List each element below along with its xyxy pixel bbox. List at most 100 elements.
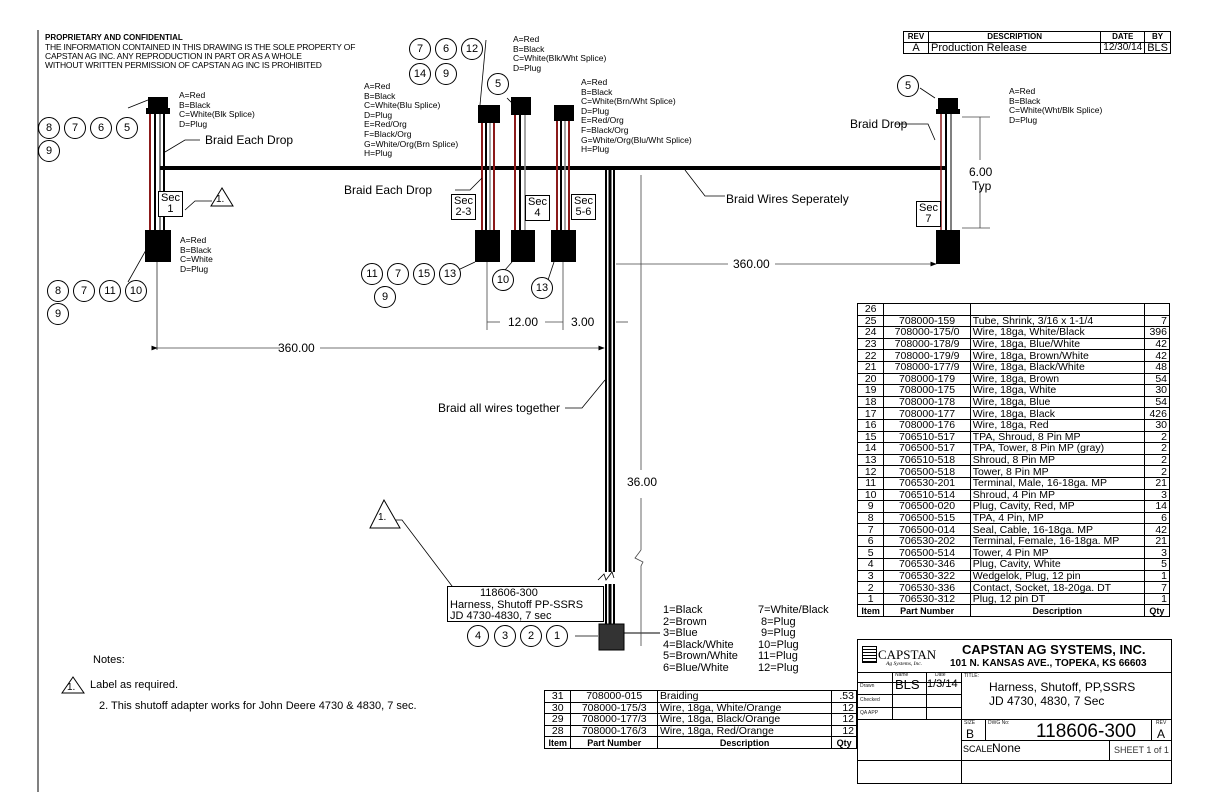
bom-part-number: 706530-201 bbox=[883, 476, 971, 490]
bom-item: 20 bbox=[856, 372, 885, 386]
bom-item: 10 bbox=[856, 488, 885, 502]
bom-part-number: 708000-015 bbox=[570, 690, 658, 703]
note-1-text: Label as required. bbox=[90, 679, 179, 691]
bom-item: 23 bbox=[856, 337, 885, 351]
pin: B=Black bbox=[1009, 95, 1041, 106]
balloon: 9 bbox=[435, 63, 457, 85]
by-header: BY bbox=[1144, 31, 1171, 43]
balloon: 7 bbox=[409, 38, 431, 60]
note-flag-number: 1. bbox=[67, 682, 76, 693]
bom-description: Wire, 18ga, Black/Orange bbox=[656, 713, 833, 726]
bom-part-number: 706530-312 bbox=[883, 592, 971, 606]
flag-note-number: 1. bbox=[378, 512, 387, 523]
bom-qty: 426 bbox=[1143, 407, 1171, 420]
approvals-grid: Name Date Drawn BLS 1/3/14 Checked QA AP… bbox=[858, 672, 962, 719]
bom-description: TPA, Shroud, 8 Pin MP bbox=[969, 430, 1145, 444]
bom-part-number: 706510-518 bbox=[883, 453, 971, 467]
bom-description: Braiding bbox=[656, 690, 833, 703]
capstan-logo: CAPSTAN Ag Systems, Inc. bbox=[860, 643, 960, 671]
bom-qty: 54 bbox=[1143, 395, 1171, 409]
bom-qty: 42 bbox=[1143, 523, 1171, 536]
title-label: TITLE: bbox=[964, 673, 980, 679]
pin: 1=Black bbox=[663, 604, 703, 616]
pinout-sec1-top: A=Red B=Black C=White(Blk Splice) D=Plug bbox=[179, 90, 255, 129]
bom-description: Wire, 18ga, Blue/White bbox=[969, 337, 1145, 351]
harness-application: JD 4730-4830, 7 sec bbox=[450, 610, 552, 622]
balloon: 4 bbox=[467, 625, 489, 647]
pin: D=Plug bbox=[364, 109, 393, 120]
balloon: 9 bbox=[374, 286, 396, 308]
sec4-drop bbox=[511, 97, 535, 262]
bom-part-number: 706500-518 bbox=[883, 465, 971, 478]
proprietary-line: THE INFORMATION CONTAINED IN THIS DRAWIN… bbox=[45, 42, 356, 52]
bom-qty: 48 bbox=[1143, 360, 1171, 374]
divider bbox=[858, 672, 1171, 673]
bom-item: 22 bbox=[856, 349, 885, 362]
balloon: 13 bbox=[531, 277, 553, 299]
bom-part-number: 708000-177/9 bbox=[883, 360, 971, 374]
pin: B=Black bbox=[513, 43, 545, 54]
bom-part-number: 708000-176/3 bbox=[570, 724, 658, 738]
balloon: 7 bbox=[64, 117, 86, 139]
bom-qty: 6 bbox=[1143, 511, 1171, 525]
bom-qty: 21 bbox=[1143, 476, 1171, 490]
pin: F=Black/Org bbox=[581, 124, 629, 135]
bom-part-number: 708000-178/9 bbox=[883, 337, 971, 351]
bom-description: Tower, 8 Pin MP bbox=[969, 465, 1145, 478]
balloon: 13 bbox=[439, 263, 461, 285]
bom-description: Tube, Shrink, 3/16 x 1-1/4 bbox=[969, 314, 1145, 328]
flag-note-1-notes bbox=[61, 676, 85, 694]
grid-line bbox=[858, 682, 961, 683]
pin: 3=Blue bbox=[663, 627, 698, 639]
bom-item: 14 bbox=[856, 442, 885, 455]
bom-item: 7 bbox=[856, 523, 885, 536]
balloon: 5 bbox=[897, 75, 919, 97]
callout-braid-each-drop: Braid Each Drop bbox=[205, 133, 294, 147]
bom-part-number: 706500-014 bbox=[883, 523, 971, 536]
sec7-drop bbox=[936, 98, 960, 264]
pin: B=Black bbox=[581, 86, 613, 97]
dimension-12: 12.00 bbox=[508, 315, 539, 329]
harness-description: Harness, Shutoff PP-SSRS bbox=[450, 598, 584, 611]
balloon: 6 bbox=[90, 117, 112, 139]
bom-qty: 2 bbox=[1143, 453, 1171, 467]
pin: 5=Brown/White bbox=[663, 650, 738, 662]
date-header: DATE bbox=[1100, 31, 1146, 43]
bom-description: Wire, 18ga, Black/White bbox=[969, 360, 1145, 374]
callout-braid-drop: Braid Drop bbox=[850, 117, 908, 131]
bom-part-number: 706500-514 bbox=[883, 546, 971, 560]
pin: A=Red bbox=[179, 90, 206, 100]
bom-qty: 7 bbox=[1143, 581, 1171, 594]
bom-qty: 7 bbox=[1143, 314, 1171, 328]
bom-qty: 14 bbox=[1143, 500, 1171, 513]
bom-description: Plug, 12 pin DT bbox=[969, 592, 1145, 606]
divider bbox=[1151, 719, 1152, 740]
pin: 12=Plug bbox=[758, 661, 799, 674]
bom-qty: 3 bbox=[1143, 488, 1171, 502]
bom-qty: 42 bbox=[1143, 337, 1171, 351]
bom-part-number: 708000-177 bbox=[883, 407, 971, 420]
bom-item: 30 bbox=[543, 701, 572, 715]
logo-subtitle: Ag Systems, Inc. bbox=[886, 661, 923, 667]
pin: C=White(Blk Splice) bbox=[179, 109, 255, 120]
balloon: 15 bbox=[413, 263, 435, 285]
pin: C=White(Wht/Blk Splice) bbox=[1009, 105, 1103, 116]
pin: 11=Plug bbox=[758, 650, 798, 662]
divider bbox=[858, 760, 1171, 761]
drawn-date: 1/3/14 bbox=[927, 678, 958, 690]
company-name: CAPSTAN AG SYSTEMS, INC. bbox=[962, 642, 1146, 657]
bom-item: 2 bbox=[856, 581, 885, 594]
